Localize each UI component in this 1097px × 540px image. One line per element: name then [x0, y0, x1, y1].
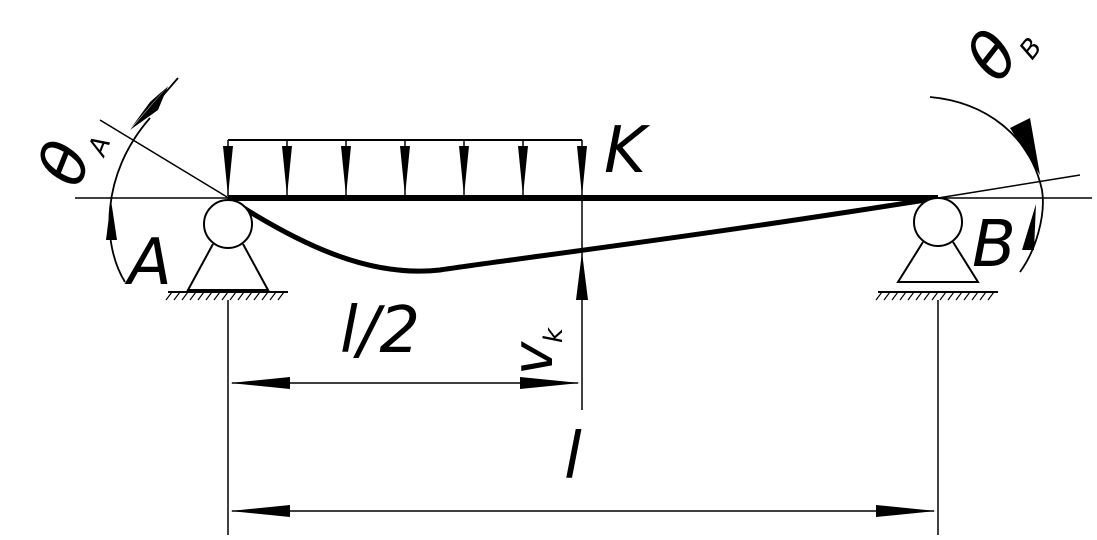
label-deflection-subscript: k	[539, 327, 569, 343]
load-arrow-head	[400, 146, 410, 196]
support-a-pin	[203, 199, 253, 249]
tangent-line-a	[99, 119, 233, 201]
load-arrow-head	[341, 146, 351, 196]
dimension-arrow-left-span	[230, 505, 290, 517]
deflection-arrow-head	[576, 252, 588, 300]
moment-arrow-a-head	[106, 200, 117, 240]
label-span: l	[564, 420, 582, 494]
label-theta-b-symbol: θ	[952, 18, 1034, 94]
label-theta-a: θ A	[24, 132, 117, 196]
support-a-triangle	[186, 243, 270, 291]
label-support-a: A	[124, 226, 172, 300]
distributed-load-arrows	[223, 140, 587, 196]
support-b-pin	[913, 197, 963, 247]
rotation-arrow-a-head	[131, 88, 166, 128]
load-arrow-head	[223, 146, 233, 196]
label-point-k: K	[604, 114, 651, 188]
label-theta-b: θ B	[952, 18, 1048, 94]
label-half-span: l/2	[340, 294, 420, 368]
dimension-arrow-right-half	[520, 377, 580, 389]
rotation-arrow-b-head	[1010, 118, 1040, 175]
label-support-b: B	[972, 208, 1016, 282]
support-a	[165, 199, 288, 301]
dimension-arrow-left-half	[230, 377, 290, 389]
load-arrow-head	[577, 146, 587, 196]
support-a-hatch	[165, 291, 285, 301]
support-b-triangle	[896, 241, 980, 283]
moment-arrow-b-head	[1022, 204, 1036, 250]
label-deflection: v k	[501, 327, 569, 375]
dimension-arrow-right-span	[876, 505, 936, 517]
support-b	[875, 197, 998, 301]
load-arrow-head	[459, 146, 469, 196]
elastic-curve	[226, 195, 939, 274]
support-b-hatch	[875, 291, 995, 301]
label-deflection-symbol: v	[501, 341, 566, 375]
load-arrow-head	[282, 146, 292, 196]
tangent-line-b	[937, 174, 1081, 199]
rotation-arrow-a-head-body	[130, 86, 168, 130]
load-arrow-head	[518, 146, 528, 196]
